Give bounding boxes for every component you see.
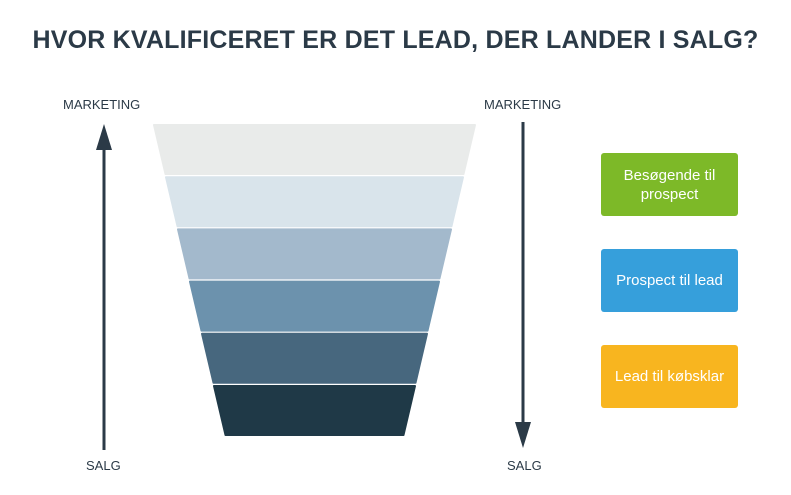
page-title: HVOR KVALIFICERET ER DET LEAD, DER LANDE… [32,26,759,54]
stage-label: Besøgende til prospect [623,166,716,203]
stage-label: Lead til købsklar [614,368,725,385]
funnel-layer-4 [189,280,440,332]
funnel-layer-3 [177,228,452,280]
up-arrow-icon [96,124,112,450]
down-arrow-icon [515,122,531,448]
funnel-layer-1 [153,124,476,175]
stage-box-prospect-to-lead: Prospect til lead [601,249,738,312]
funnel-layer-2 [165,176,464,228]
right-axis-bottom-label: SALG [507,458,542,473]
stage-box-lead-to-sales-ready: Lead til købsklar [601,345,738,408]
stage-box-visitor-to-prospect: Besøgende til prospect [601,153,738,216]
right-axis-top-label: MARKETING [484,97,562,112]
funnel-layer-6 [213,385,416,436]
left-axis-bottom-label: SALG [86,458,121,473]
left-axis-top-label: MARKETING [63,97,141,112]
stage-label: Prospect til lead [616,272,723,289]
funnel-layer-5 [201,332,428,384]
